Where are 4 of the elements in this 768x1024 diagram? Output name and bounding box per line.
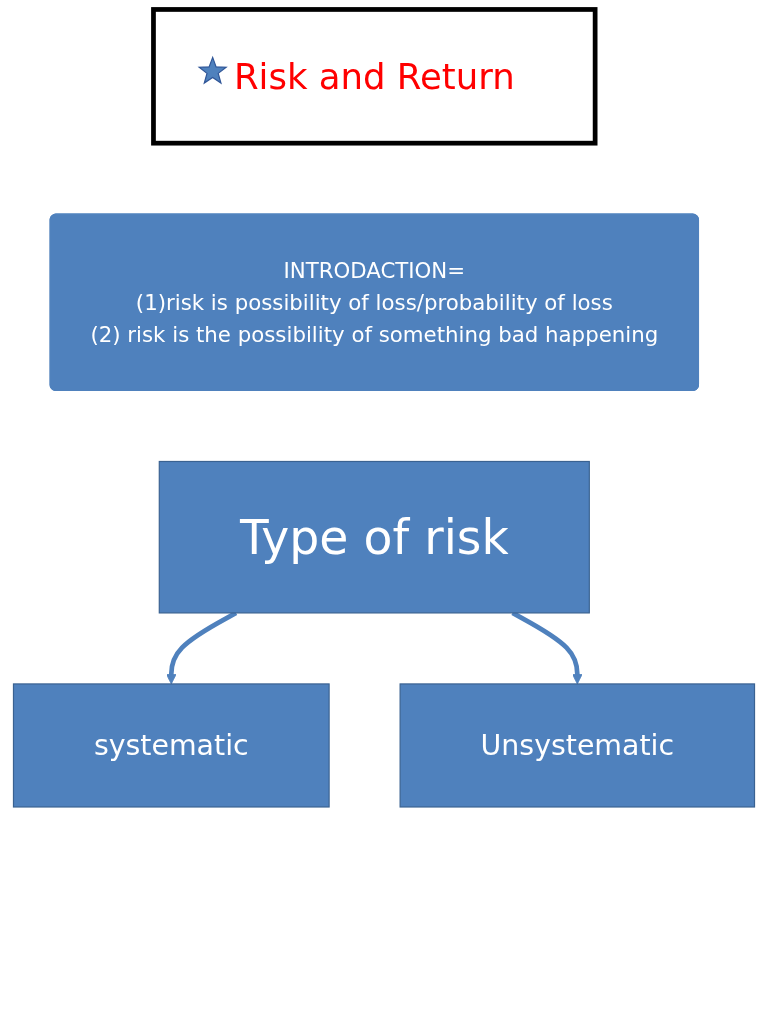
- node-box: Risk and Return: [151, 7, 598, 146]
- node-box: systematic: [12, 683, 330, 808]
- node-box: Unsystematic: [399, 683, 756, 808]
- node-box: Type of risk: [158, 460, 590, 614]
